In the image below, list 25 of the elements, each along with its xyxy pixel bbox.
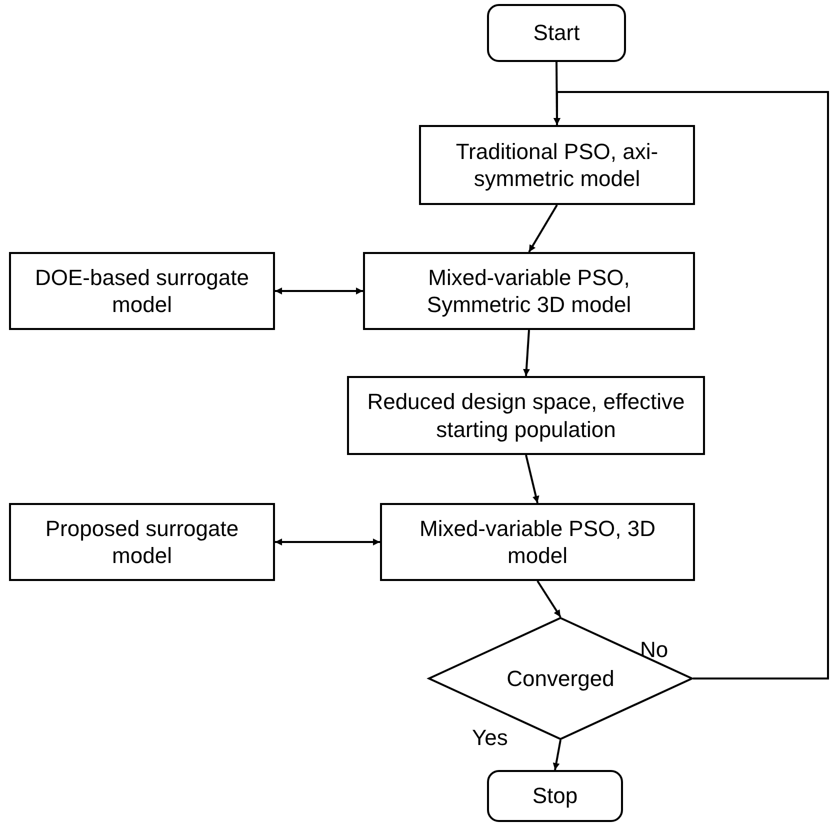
process-box [363, 252, 695, 330]
arrow [528, 204, 558, 253]
node-label: DOE-based surrogate model [34, 264, 250, 318]
node-label: Mixed-variable PSO, Symmetric 3D model [426, 264, 632, 318]
terminal-box [487, 770, 623, 822]
node-label: Start [533, 19, 580, 47]
terminal-box [487, 4, 626, 62]
node-label: Reduced design space, effective starting population [366, 388, 686, 443]
arrow [536, 580, 562, 618]
arrow [525, 454, 540, 504]
process-box [380, 503, 695, 581]
node-label: Stop [532, 782, 578, 810]
process-box [347, 376, 705, 455]
arrow [275, 288, 363, 294]
arrow [275, 538, 380, 546]
node-label: Traditional PSO, axi-symmetric model [454, 138, 660, 192]
process-box [419, 125, 695, 205]
arrow [554, 91, 829, 680]
process-box [9, 252, 275, 330]
node-label: Mixed-variable PSO, 3D model [418, 514, 656, 570]
node-label: Proposed surrogate model [44, 514, 240, 570]
arrow [552, 740, 562, 770]
process-box [9, 503, 275, 581]
node-label: Converged [506, 664, 614, 692]
arrow [522, 330, 530, 376]
